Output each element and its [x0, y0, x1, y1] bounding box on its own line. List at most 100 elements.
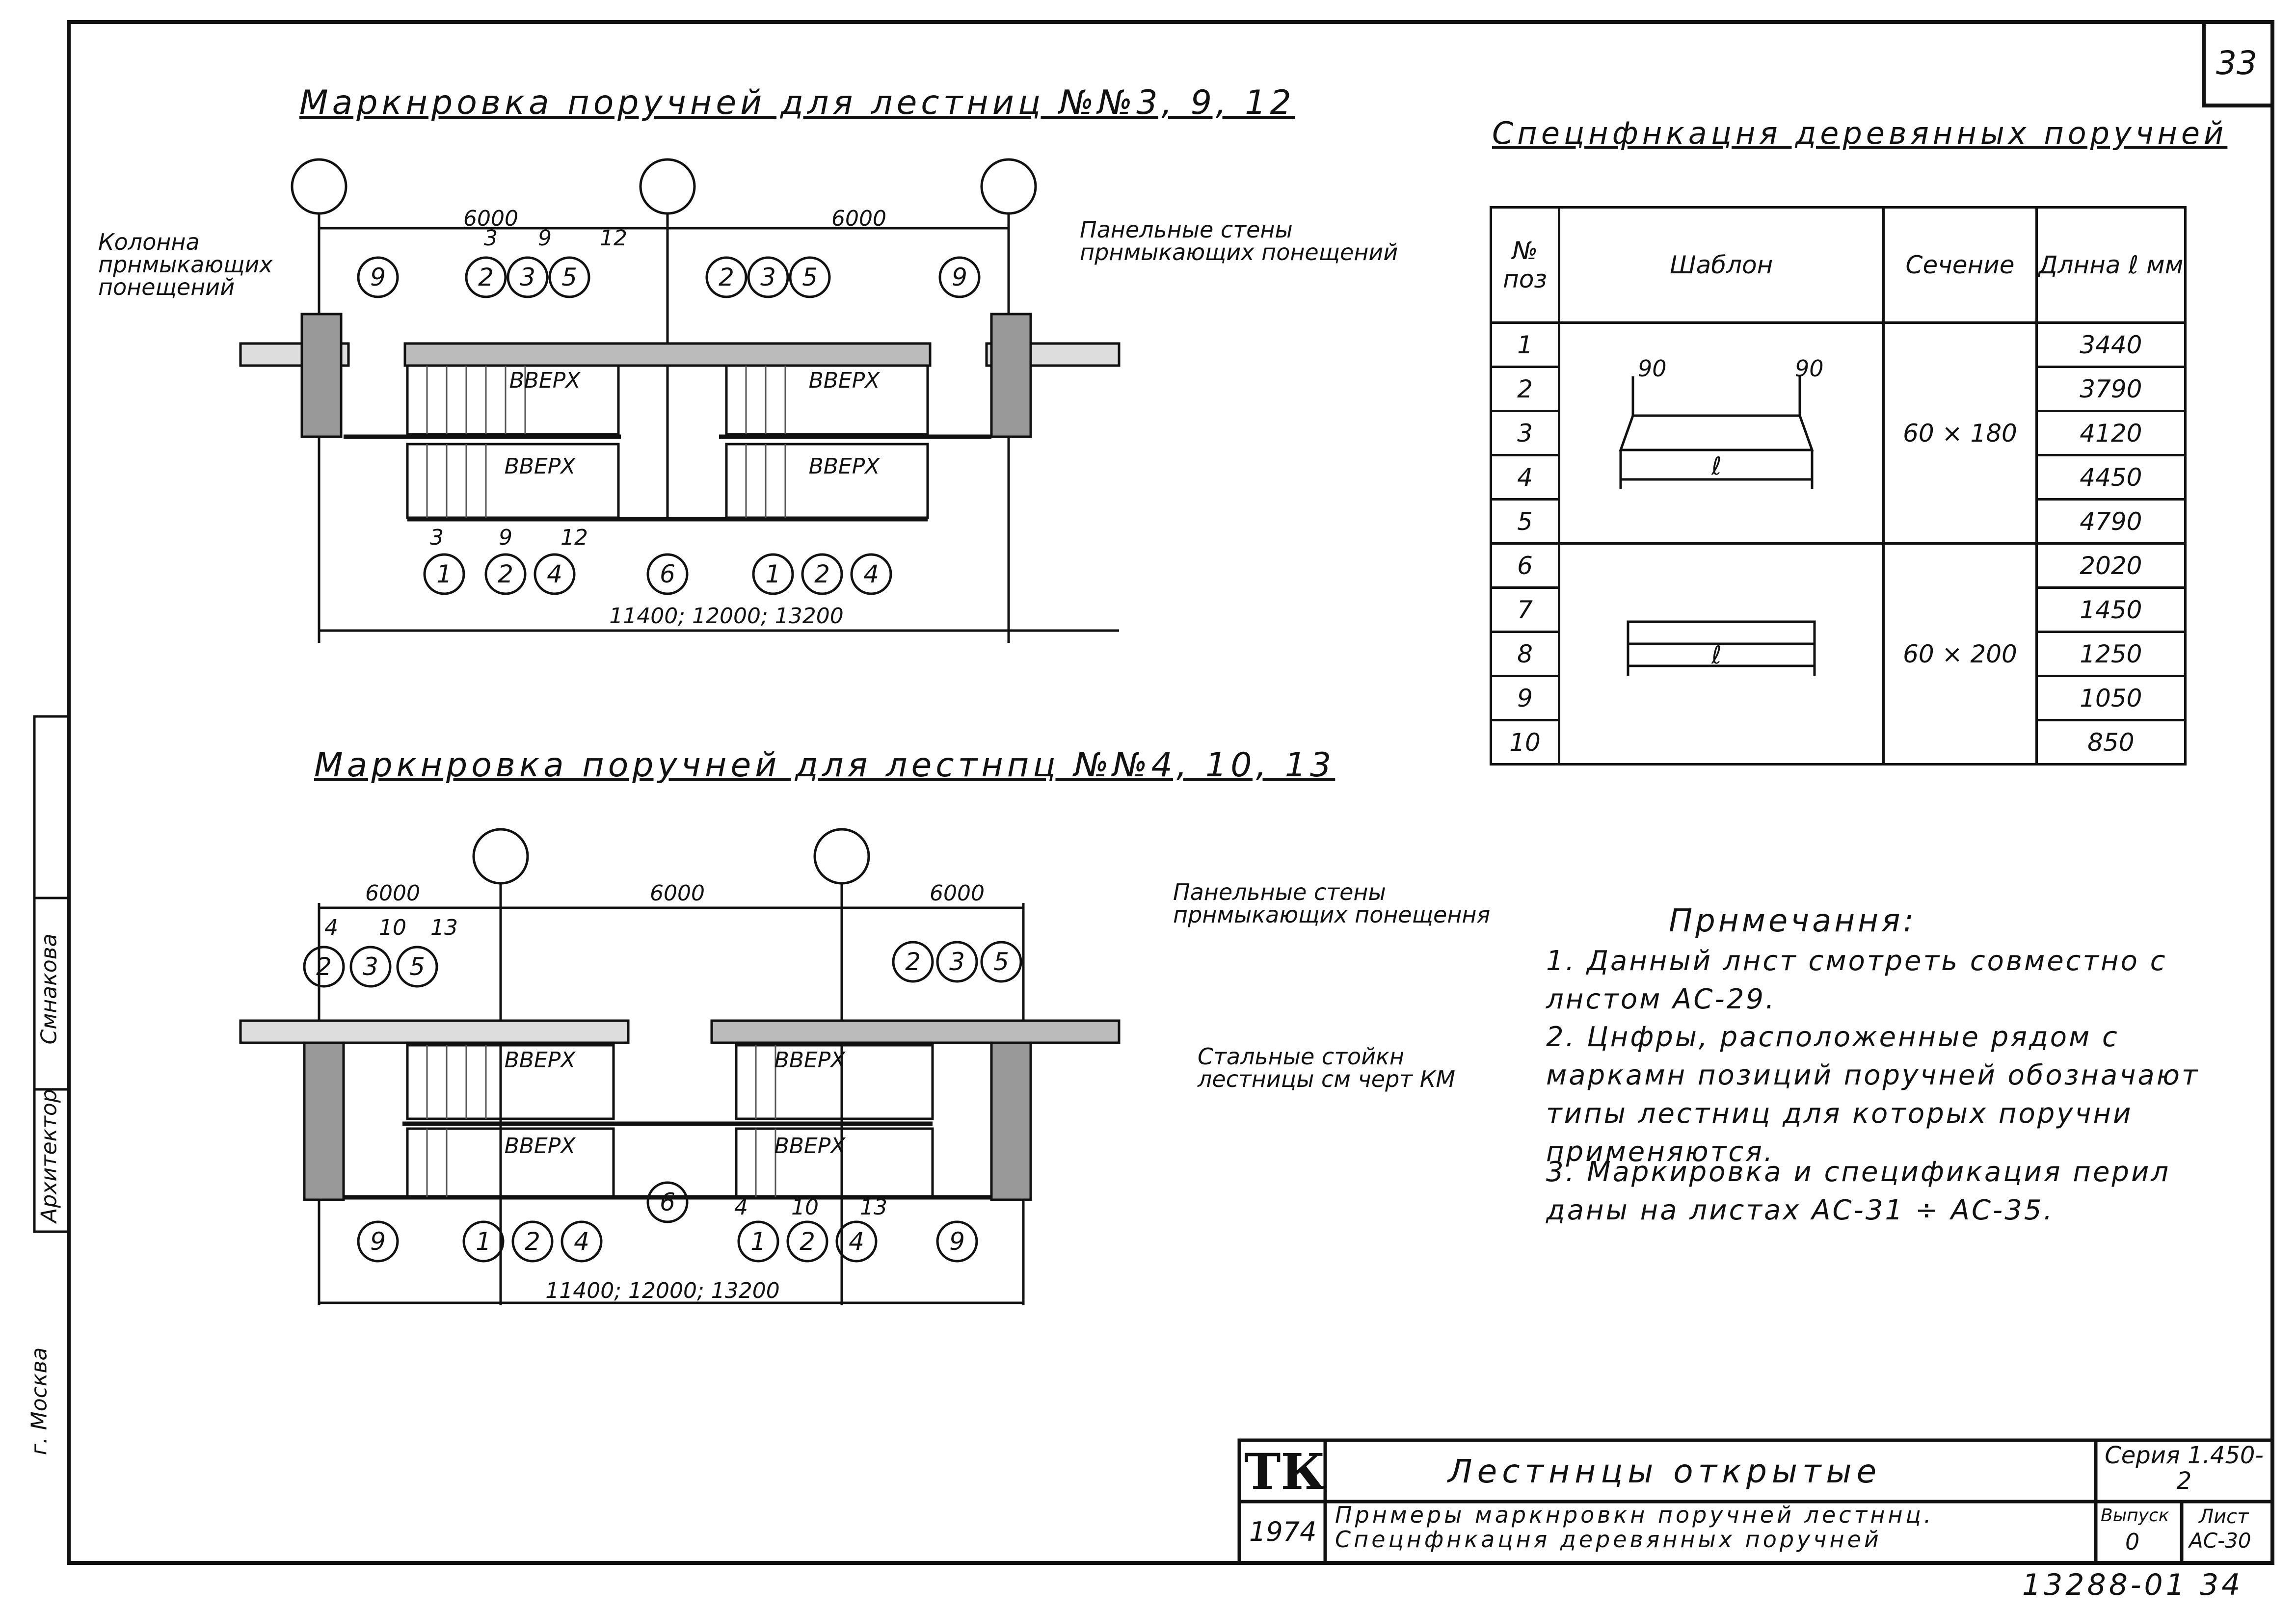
template-dim: 90: [1638, 357, 1667, 382]
mark-label: 5: [561, 263, 577, 291]
mark-label: 5: [409, 952, 425, 981]
label-walls-bottom: Панельные стены прнмыкающих понещення: [1173, 879, 1491, 928]
spec-len: 1050: [2035, 675, 2187, 721]
mark-label: 2: [316, 952, 332, 981]
stair-number: 9: [538, 226, 552, 251]
mark-label: 9: [370, 263, 386, 291]
up-label: ВВЕРХ: [509, 368, 581, 393]
up-label: ВВЕРХ: [505, 454, 576, 479]
spec-pos: 6: [1489, 542, 1561, 589]
stair-number: 13: [430, 915, 458, 940]
spec-pos: 3: [1489, 410, 1561, 456]
up-label: ВВЕРХ: [505, 1134, 576, 1159]
spec-pos: 5: [1489, 498, 1561, 545]
spec-pos: 4: [1489, 454, 1561, 501]
plan-top-title: Маркнровка поручней для лестниц №№3, 9, …: [299, 83, 1295, 122]
spec-header-section: Сечение: [1882, 206, 2038, 324]
sheet-label: Лист: [2199, 1505, 2249, 1528]
mark-label: 1: [436, 560, 452, 588]
mark-label: 6: [660, 560, 675, 588]
stair-number: 12: [561, 525, 588, 550]
spec-len: 4790: [2035, 498, 2187, 545]
mark-label: 6: [660, 1188, 675, 1216]
logo: ТК: [1244, 1443, 1326, 1501]
dim-span: 6000: [365, 881, 420, 906]
spec-template-1: 90 90 ℓ: [1558, 321, 1885, 545]
issue-value: 0: [2125, 1529, 2140, 1555]
up-label: ВВЕРХ: [809, 454, 881, 479]
overall-dim: 11400; 12000; 13200: [545, 1278, 780, 1303]
mark-label: 2: [719, 263, 734, 291]
up-label: ВВЕРХ: [774, 1048, 846, 1073]
spec-section: 60 × 200: [1882, 542, 2038, 766]
spec-pos: 9: [1489, 675, 1561, 721]
spec-header-template: Шаблон: [1558, 206, 1885, 324]
stair-number: 3: [430, 525, 444, 550]
spec-header-pos: № поз: [1489, 206, 1561, 324]
archive-number: 13288-01 34: [2022, 1568, 2243, 1602]
mark-label: 4: [547, 560, 562, 588]
spec-len: 3790: [2035, 366, 2187, 412]
mark-label: 9: [952, 263, 967, 291]
mark-label: 1: [765, 560, 781, 588]
spec-template-2: ℓ: [1558, 542, 1885, 766]
spec-len: 4450: [2035, 454, 2187, 501]
mark-label: 3: [760, 263, 776, 291]
stair-number: 13: [860, 1195, 887, 1220]
spec-len: 1450: [2035, 586, 2187, 633]
mark-label: 2: [905, 948, 921, 976]
mark-label: 5: [993, 948, 1009, 976]
mark-label: 3: [363, 952, 378, 981]
mark-label: 4: [849, 1227, 864, 1256]
up-label: ВВЕРХ: [809, 368, 881, 393]
spec-pos: 7: [1489, 586, 1561, 633]
stair-number: 10: [379, 915, 406, 940]
year: 1974: [1249, 1516, 1317, 1547]
template-dim: 90: [1795, 357, 1824, 382]
template-len: ℓ: [1711, 641, 1722, 669]
stair-number: 12: [600, 226, 627, 251]
label-column: Колонна прнмыкающих понещений: [98, 229, 273, 300]
spec-header-length: Длнна ℓ мм: [2035, 206, 2187, 324]
spec-pos: 1: [1489, 321, 1561, 368]
spec-section: 60 × 180: [1882, 321, 2038, 545]
notes-title: Прнмечання:: [1669, 903, 1917, 939]
dim-span: 6000: [650, 881, 705, 906]
mark-label: 5: [802, 263, 818, 291]
stair-number: 4: [324, 915, 338, 940]
spec-len: 1250: [2035, 631, 2187, 677]
dim-span: 6000: [930, 881, 985, 906]
mark-label: 3: [949, 948, 965, 976]
spec-len: 4120: [2035, 410, 2187, 456]
stair-number: 3: [484, 226, 498, 251]
mark-label: 9: [949, 1227, 965, 1256]
drawing-name: Лестннцы открытые: [1448, 1453, 1882, 1490]
mark-label: 1: [750, 1227, 766, 1256]
spec-len: 3440: [2035, 321, 2187, 368]
mark-label: 2: [498, 560, 513, 588]
sheet-number: 33: [2216, 44, 2257, 82]
mark-label: 1: [476, 1227, 491, 1256]
series: Серия 1.450-2: [2105, 1442, 2264, 1495]
note-1: 1. Данный лнст смотреть совместно с лнст…: [1546, 945, 2167, 1015]
template-drawing: 90 90 ℓ: [1619, 355, 1824, 489]
mark-label: 2: [525, 1227, 540, 1256]
label-posts: Стальные стойкн лестницы см черт КМ: [1198, 1043, 1456, 1092]
mark-label: 2: [478, 263, 494, 291]
up-label: ВВЕРХ: [774, 1134, 846, 1159]
mark-label: 9: [370, 1227, 386, 1256]
stair-number: 9: [499, 525, 512, 550]
dim-span: 6000: [831, 206, 886, 231]
mark-label: 4: [863, 560, 879, 588]
spec-table: № поз Шаблон Сечение Длнна ℓ мм 1 90 90 …: [1489, 206, 2187, 766]
up-label: ВВЕРХ: [505, 1048, 576, 1073]
mark-label: 2: [800, 1227, 815, 1256]
label-walls-top: Панельные стены прнмыкающих понещений: [1080, 216, 1398, 265]
sheet-value: АС-30: [2189, 1529, 2251, 1553]
template-len: ℓ: [1711, 452, 1722, 480]
note-2: 2. Цнфры, расположенные рядом с маркамн …: [1546, 1021, 2200, 1168]
overall-dim: 11400; 12000; 13200: [609, 604, 844, 629]
spec-title: Спецнфнкацня деревянных поручней: [1492, 115, 2228, 151]
